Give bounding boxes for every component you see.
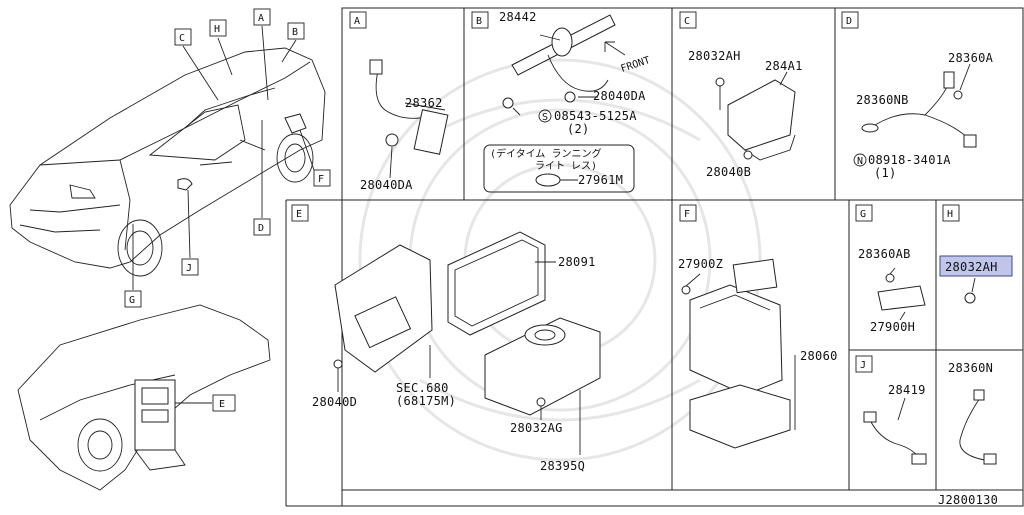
module-284a1 bbox=[727, 79, 796, 151]
callout-box-j bbox=[181, 258, 199, 276]
svg-text:S: S bbox=[542, 112, 548, 123]
section-c-tag: C bbox=[684, 16, 690, 27]
part-28040d: 28040D bbox=[312, 395, 357, 409]
part-28040b: 28040B bbox=[706, 165, 751, 179]
part-28362: 28362 bbox=[405, 96, 443, 110]
bracket-27900h bbox=[877, 285, 926, 311]
part-28360a: 28360A bbox=[948, 51, 994, 65]
front-label: FRONT bbox=[620, 55, 652, 75]
sensor-28362 bbox=[413, 109, 449, 155]
part-27961m: 27961M bbox=[578, 173, 623, 187]
diagram-code: J2800130 bbox=[938, 493, 998, 507]
callout-box-d bbox=[253, 218, 271, 236]
sec-680-sub: (68175M) bbox=[396, 394, 456, 408]
section-h-parts: 28032AH bbox=[939, 255, 1013, 304]
part-28360nb: 28360NB bbox=[856, 93, 909, 107]
callout-label-h: H bbox=[214, 24, 220, 35]
variant-box bbox=[483, 144, 635, 193]
callout-box-g bbox=[124, 290, 142, 308]
display-28091 bbox=[447, 231, 546, 336]
section-a-parts: 28362 28040DA bbox=[360, 59, 449, 192]
callout-box-b bbox=[287, 22, 305, 40]
callout-label-d: D bbox=[258, 223, 264, 234]
connector-part bbox=[369, 59, 383, 75]
section-f-tag: F bbox=[684, 209, 690, 220]
part-28442: 28442 bbox=[499, 10, 537, 24]
section-frames bbox=[285, 7, 1024, 507]
s-circle-icon bbox=[538, 109, 552, 123]
section-e-parts: 28091 28040D SEC.680 (68175M) 28032AG 28… bbox=[312, 231, 601, 473]
part-28419: 28419 bbox=[888, 383, 926, 397]
section-a-tag: A bbox=[354, 16, 360, 27]
callout-box-h bbox=[209, 19, 227, 37]
dashboard-illustration bbox=[17, 304, 271, 491]
callout-label-e: E bbox=[219, 399, 225, 410]
part-28032ag: 28032AG bbox=[510, 421, 563, 435]
callout-label-a: A bbox=[258, 13, 264, 24]
part-08918-3401a: 08918-3401A bbox=[868, 153, 951, 167]
part-08543-5125a: 08543-5125A bbox=[554, 109, 637, 123]
car-illustration bbox=[9, 47, 326, 277]
part-27900h: 27900H bbox=[870, 320, 915, 334]
grommet-27961m bbox=[535, 173, 561, 187]
variant-note-1: (デイタイム ランニング bbox=[490, 147, 601, 160]
section-n-parts: 28360N bbox=[948, 361, 997, 465]
n-circle-icon bbox=[853, 153, 867, 167]
callout-label-b: B bbox=[292, 27, 298, 38]
callout-label-c: C bbox=[179, 33, 185, 44]
part-284a1: 284A1 bbox=[765, 59, 803, 73]
section-d-parts: 28360A 28360NB N 08918-3401A (1) bbox=[853, 51, 994, 180]
bracket-27900z bbox=[689, 284, 783, 396]
callout-label-g: G bbox=[129, 295, 135, 306]
part-28032ah-highlighted: 28032AH bbox=[945, 260, 998, 274]
callout-box-e bbox=[212, 394, 236, 412]
part-27900z: 27900Z bbox=[678, 257, 723, 271]
front-arrow-icon bbox=[604, 41, 626, 56]
overview-callouts: C H A B D F J G E bbox=[124, 8, 331, 412]
part-28360ab: 28360AB bbox=[858, 247, 911, 261]
outer-frame bbox=[341, 7, 1024, 507]
section-b-parts: 28442 FRONT 28040DA S 08543-5125A (2) (デ… bbox=[483, 10, 652, 193]
callout-label-f: F bbox=[318, 174, 324, 185]
svg-text:N: N bbox=[857, 156, 863, 167]
control-unit-28395q bbox=[484, 317, 601, 416]
bolt-icon bbox=[964, 292, 976, 304]
section-g-parts: 28360AB 27900H bbox=[858, 247, 926, 334]
part-28040da-a: 28040DA bbox=[360, 178, 413, 192]
section-b-tag: B bbox=[476, 16, 482, 27]
part-28360n: 28360N bbox=[948, 361, 993, 375]
section-tags: A B C D E F G H J bbox=[291, 11, 960, 373]
part-28032ah-c: 28032AH bbox=[688, 49, 741, 63]
section-h-tag: H bbox=[947, 209, 953, 220]
callout-box-c bbox=[174, 28, 192, 46]
section-j-parts: 28419 bbox=[863, 383, 927, 465]
section-g-tag: G bbox=[860, 209, 866, 220]
sec-680-ref: SEC.680 bbox=[396, 381, 449, 395]
part-28060: 28060 bbox=[800, 349, 838, 363]
module-28060 bbox=[689, 384, 791, 449]
callout-box-a bbox=[253, 8, 271, 26]
part-28091: 28091 bbox=[558, 255, 596, 269]
part-qty-d: (1) bbox=[874, 166, 897, 180]
section-c-parts: 28032AH 284A1 28040B bbox=[688, 49, 803, 179]
section-d-tag: D bbox=[846, 16, 852, 27]
callout-label-j: J bbox=[186, 263, 192, 274]
highlighted-part-box bbox=[939, 255, 1013, 277]
section-e-tag: E bbox=[296, 209, 302, 220]
section-f-parts: 27900Z 28060 bbox=[678, 257, 838, 449]
section-j-tag: J bbox=[860, 360, 866, 371]
part-28395q: 28395Q bbox=[540, 459, 585, 473]
variant-note-2: ライト レス) bbox=[535, 160, 597, 172]
part-qty-b: (2) bbox=[567, 122, 590, 136]
part-28040da-b: 28040DA bbox=[593, 89, 646, 103]
callout-box-f bbox=[313, 169, 331, 187]
watermark-emblem bbox=[358, 58, 762, 462]
